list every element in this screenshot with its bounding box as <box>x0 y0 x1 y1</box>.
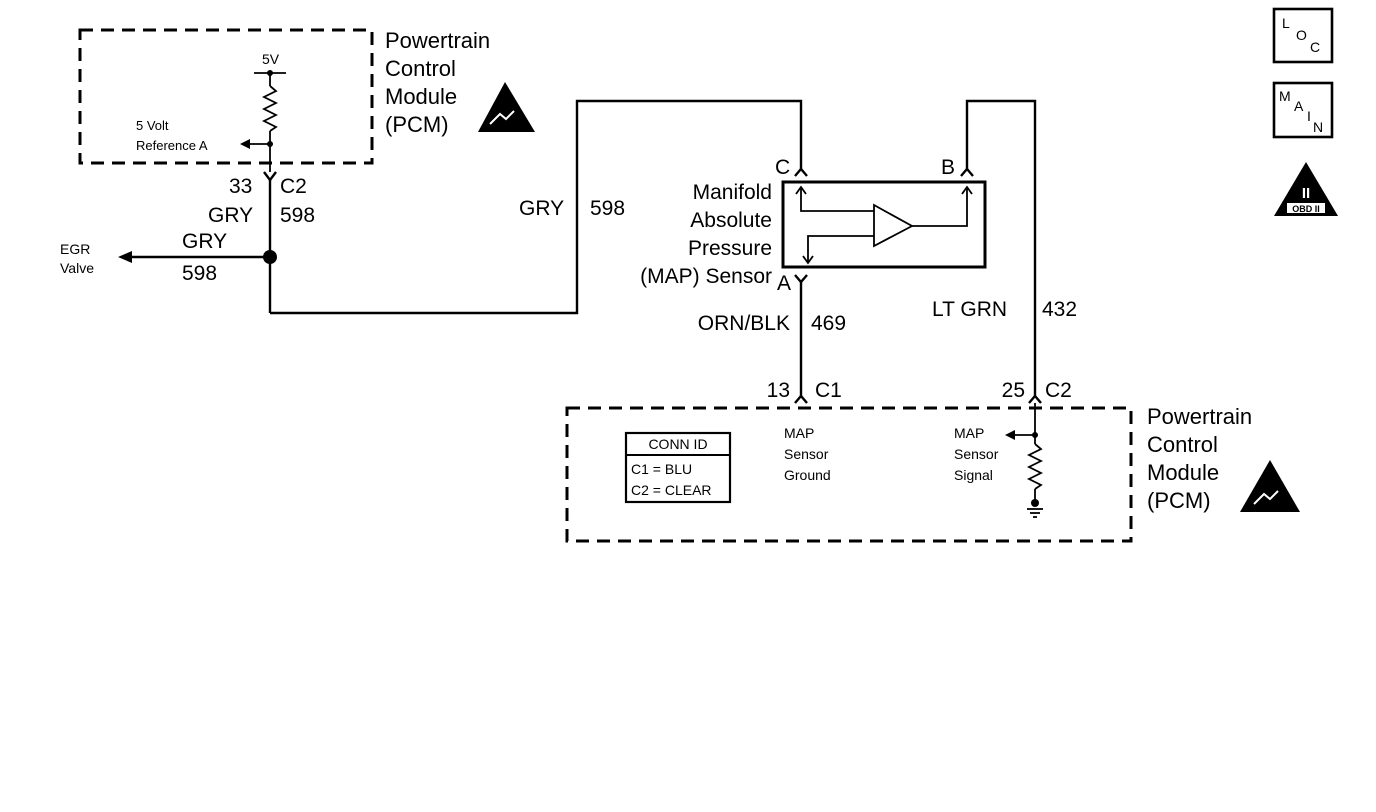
wire-gry-top-color: GRY <box>208 204 253 227</box>
pin13-label: 13 <box>767 379 790 402</box>
esd-warning-icon <box>1240 460 1300 512</box>
pcm-top-title-line1: Powertrain <box>385 28 490 53</box>
wire-lt-grn-circuit: 432 <box>1042 298 1077 321</box>
c1-label: C1 <box>815 379 842 402</box>
terminal-c-label: C <box>775 156 790 179</box>
main-letter-n: N <box>1313 119 1323 135</box>
egr-label-line1: EGR <box>60 241 90 257</box>
pcm-bottom-module: Powertrain Control Module (PCM) CONN ID … <box>565 403 1300 543</box>
ground-label-line2: Sensor <box>784 446 829 462</box>
c2-label-bottom: C2 <box>1045 379 1072 402</box>
loc-letter-o: O <box>1296 27 1307 43</box>
terminal-b <box>960 167 974 177</box>
pin33-label: 33 <box>229 175 252 198</box>
esd-warning-icon <box>478 82 535 132</box>
wire-gry-egr-circuit: 598 <box>182 262 217 285</box>
main-letter-i: I <box>1307 108 1311 124</box>
obd-text: OBD II <box>1292 204 1320 214</box>
signal-label-line1: MAP <box>954 425 984 441</box>
loc-letter-c: C <box>1310 39 1320 55</box>
connector-c2-pin33: 33 C2 <box>229 171 307 198</box>
pcm-bottom-title-line4: (PCM) <box>1147 488 1211 513</box>
conn-id-title: CONN ID <box>648 436 707 452</box>
ground-label-line1: MAP <box>784 425 814 441</box>
main-letter-a: A <box>1294 98 1304 114</box>
ground-icon <box>1027 508 1043 518</box>
pulldown-resistor <box>1026 443 1044 490</box>
conn-id-row2: C2 = CLEAR <box>631 482 712 498</box>
pcm-bottom-boundary <box>565 406 1133 543</box>
pcm-bottom-title-line2: Control <box>1147 432 1218 457</box>
signal-label-line2: Sensor <box>954 446 999 462</box>
internal-feed <box>800 188 874 212</box>
supply-label: 5V <box>262 51 280 67</box>
wire-lt-grn-color: LT GRN <box>932 298 1007 321</box>
terminal-a <box>794 274 808 284</box>
terminal-c <box>794 167 808 177</box>
map-sensor: Manifold Absolute Pressure (MAP) Sensor … <box>640 156 987 295</box>
internal-output <box>912 188 968 227</box>
wire-orn-blk-circuit: 469 <box>811 312 846 335</box>
signal-label-line3: Signal <box>954 467 993 483</box>
pcm-top-title-line3: Module <box>385 84 457 109</box>
wire-gry-sensor-circuit: 598 <box>590 197 625 220</box>
wire-lt-grn-432 <box>965 99 1037 396</box>
egr-arrow <box>118 251 132 263</box>
connector-c2-pin25: 25 C2 <box>1002 379 1072 404</box>
map-label-line2: Absolute <box>690 209 772 232</box>
amplifier-symbol <box>873 203 914 248</box>
wire-gry-598-to-sensor <box>270 99 803 315</box>
ground-label-line3: Ground <box>784 467 831 483</box>
terminal-b-label: B <box>941 156 955 179</box>
loc-letter-l: L <box>1282 15 1290 31</box>
reference-arrow <box>240 139 250 149</box>
pcm-top-title-line2: Control <box>385 56 456 81</box>
ref-label-line2: Reference A <box>136 138 208 153</box>
conn-id-table: CONN ID C1 = BLU C2 = CLEAR <box>624 431 732 504</box>
main-letter-m: M <box>1279 88 1291 104</box>
egr-label-line2: Valve <box>60 260 94 276</box>
loc-icon[interactable]: L O C <box>1272 7 1334 64</box>
map-label-line3: Pressure <box>688 237 772 260</box>
map-sensor-body <box>781 180 987 269</box>
obd-numeral: II <box>1302 185 1310 202</box>
pcm-top-title-line4: (PCM) <box>385 112 449 137</box>
pin25-label: 25 <box>1002 379 1025 402</box>
pullup-resistor <box>261 85 279 132</box>
wire-gry-egr-color: GRY <box>182 230 227 253</box>
wire-gry-top-circuit: 598 <box>280 204 315 227</box>
conn-id-row1: C1 = BLU <box>631 461 692 477</box>
map-label-line4: (MAP) Sensor <box>640 265 772 288</box>
wire-gry-sensor-color: GRY <box>519 197 564 220</box>
pcm-top-boundary <box>78 28 374 165</box>
signal-arrow <box>1005 430 1015 440</box>
c2-label-top: C2 <box>280 175 307 198</box>
internal-ground <box>807 235 874 262</box>
map-label-line1: Manifold <box>693 181 772 204</box>
wire-orn-blk-color: ORN/BLK <box>698 312 790 335</box>
terminal-a-label: A <box>777 272 791 295</box>
pcm-bottom-title-line1: Powertrain <box>1147 404 1252 429</box>
ref-label-line1: 5 Volt <box>136 118 169 133</box>
obd-ii-icon[interactable]: II OBD II <box>1274 162 1338 216</box>
connector-c1-pin13: 13 C1 <box>767 379 842 404</box>
pcm-top-module: Powertrain Control Module (PCM) 5V 5 Vol… <box>78 28 535 172</box>
pcm-bottom-title-line3: Module <box>1147 460 1219 485</box>
main-icon[interactable]: M A I N <box>1272 81 1334 139</box>
